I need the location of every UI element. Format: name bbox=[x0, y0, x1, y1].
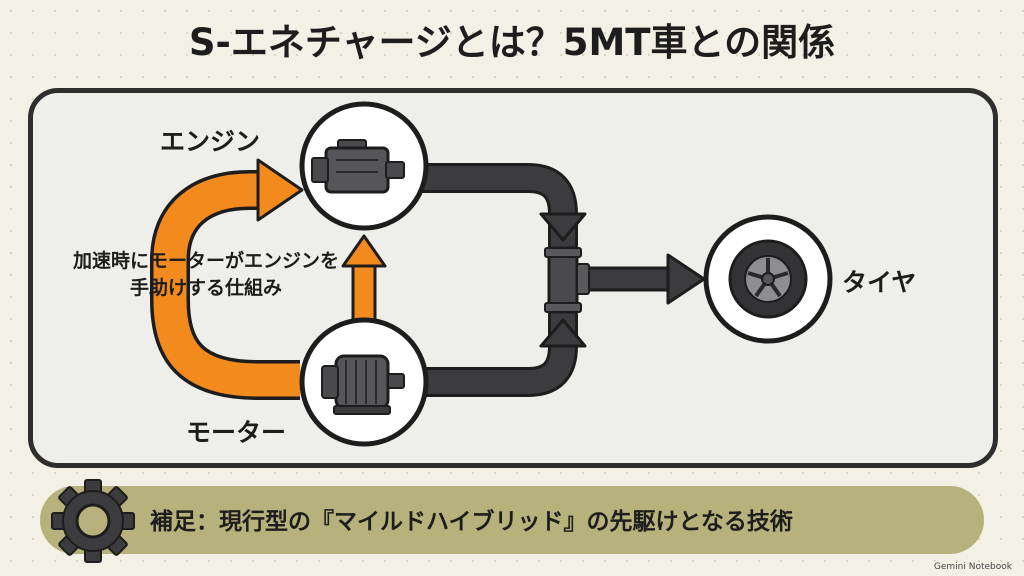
wheel-icon bbox=[728, 239, 808, 319]
pipe-engine-to-junction bbox=[420, 163, 587, 250]
footer-text: 補足：現行型の『マイルドハイブリッド』の先駆けとなる技術 bbox=[150, 509, 793, 535]
footer-banner bbox=[40, 486, 984, 554]
engine-label: エンジン bbox=[160, 127, 261, 156]
engine-icon bbox=[311, 139, 405, 194]
t-junction bbox=[544, 246, 590, 314]
electric-motor-icon bbox=[321, 354, 405, 415]
assist-arrow-vertical bbox=[341, 234, 387, 334]
tire-label: タイヤ bbox=[842, 268, 917, 297]
page-title: S-エネチャージとは？5MT車との関係 bbox=[188, 21, 836, 64]
pipe-junction-to-tire bbox=[583, 253, 706, 305]
motor-node bbox=[299, 317, 429, 447]
gear-icon bbox=[51, 479, 135, 563]
engine-node bbox=[299, 101, 429, 231]
branding-label: Gemini Notebook bbox=[933, 562, 1012, 572]
assist-description: 加速時にモーターがエンジンを手助けする仕組み bbox=[72, 250, 339, 299]
motor-label: モーター bbox=[186, 418, 287, 447]
pipe-motor-to-junction bbox=[420, 310, 587, 397]
tire-node bbox=[703, 214, 833, 344]
assist-arrow-to-engine bbox=[150, 158, 304, 400]
